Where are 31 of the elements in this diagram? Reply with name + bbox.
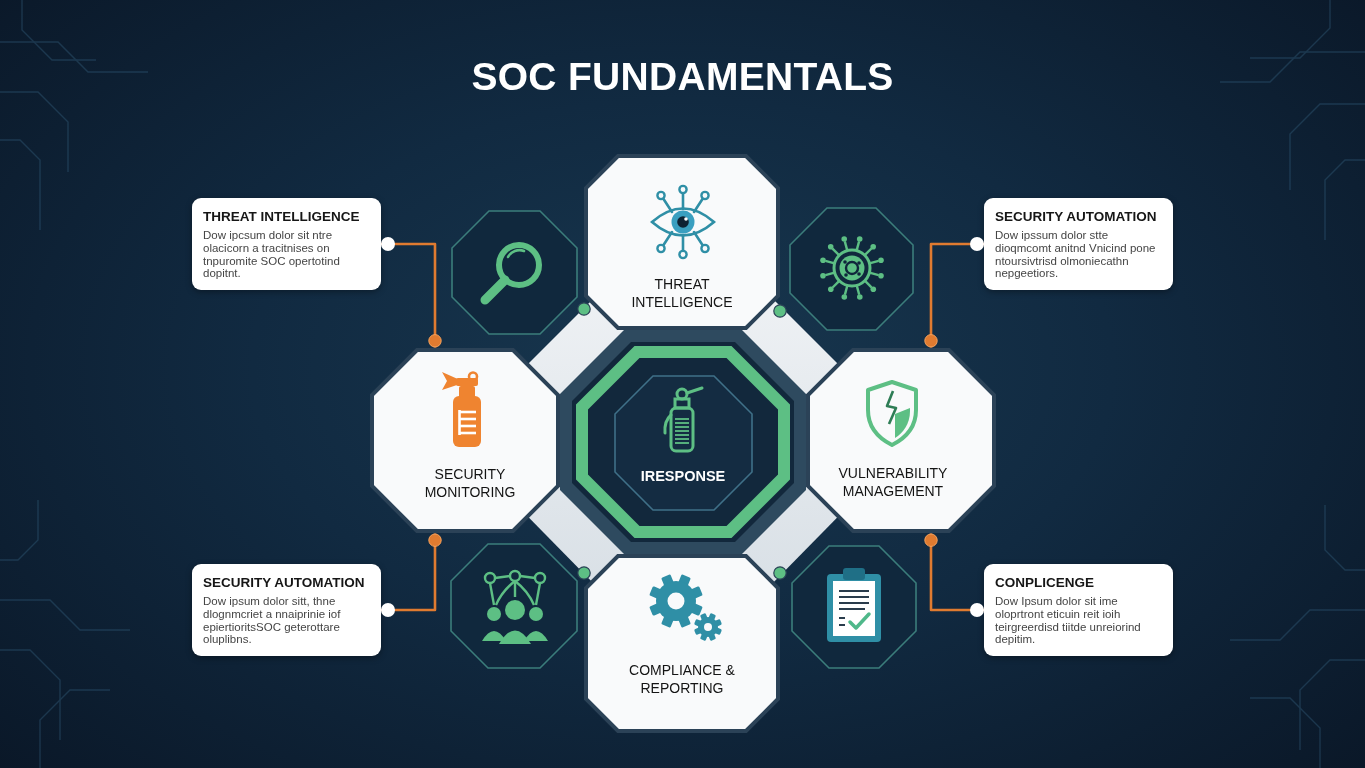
node-label: COMPLIANCE & REPORTING: [628, 661, 736, 697]
node-label: IRESPONSE: [639, 467, 727, 485]
info-card: [192, 198, 381, 290]
connector-line: [924, 533, 984, 617]
octagon-tile: [791, 545, 917, 669]
octagon-tile: [450, 543, 578, 669]
card-description: Dow ipssum dolor stte dioqmcomt anitnd Vnicind pone ntoursivtrisd olmoniecathn nepgeetiors.: [995, 229, 1157, 281]
octagon-panel: [370, 348, 560, 533]
info-card: [192, 564, 381, 656]
card-title: SECURITY AUTOMATION: [995, 209, 1157, 225]
card-description: Dow ipcsum dolor sit ntre olacicorn a tracitnises on tnpuromite SOC opertotind dopitnt.: [203, 229, 341, 281]
card-description: Dow Ipsum dolor sit ime oloprtront eticuin reit ioih teirgreerdisd tiitde unreiorind depitim.: [995, 595, 1142, 647]
octagon-panel: [806, 348, 996, 533]
card-title: SECURITY AUTOMATION: [203, 575, 365, 591]
connector-line: [924, 237, 984, 348]
node-label: VULNERABILITY MANAGEMENT: [837, 464, 949, 500]
node-label: SECURITY MONITORING: [423, 465, 517, 501]
card-title: THREAT INTELLIGENCE: [203, 209, 360, 225]
octagon-panel: [584, 554, 780, 733]
octagon-tile: [789, 207, 914, 331]
card-description: Dow ipsum dolor sitt, thne dlognmcriet a nnaiprinie iof epiertioritsSOC geterottare oluplibns.: [203, 595, 342, 647]
info-card: [984, 198, 1173, 290]
card-title: CONPLICENGE: [995, 575, 1094, 591]
octagon-tile: [451, 210, 578, 335]
center-octagon: [560, 330, 806, 554]
diagram-title: SOC FUNDAMENTALS: [471, 54, 894, 100]
node-label: THREAT INTELLIGENCE: [630, 275, 734, 311]
octagon-panel: [584, 154, 780, 330]
connector-line: [381, 533, 442, 617]
info-card: [984, 564, 1173, 656]
connector-line: [381, 237, 442, 348]
